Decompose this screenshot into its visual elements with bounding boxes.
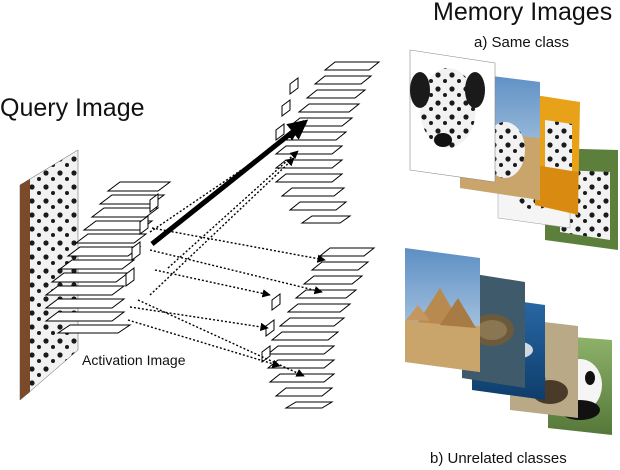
dalmatian-flowers-image — [535, 95, 580, 215]
unrelated-classes-caption: b) Unrelated classes — [430, 450, 567, 467]
dalmatian-portrait-image — [409, 49, 496, 183]
same-class-caption: a) Same class — [474, 34, 570, 51]
pyramids-image — [405, 248, 480, 372]
activation-arrows — [127, 119, 326, 377]
query-image-title: Query Image — [0, 94, 145, 122]
strong-match-arrow — [150, 119, 309, 246]
unrelated-activation-stack — [261, 247, 376, 409]
query-feature-stack — [44, 181, 172, 334]
activation-image-caption: Activation Image — [82, 352, 186, 368]
memory-images-title: Memory Images — [433, 0, 613, 26]
query-image — [19, 149, 79, 401]
same-class-activation-stack — [274, 61, 381, 224]
same-class-memory-images — [409, 49, 618, 250]
unrelated-memory-images — [405, 248, 612, 435]
